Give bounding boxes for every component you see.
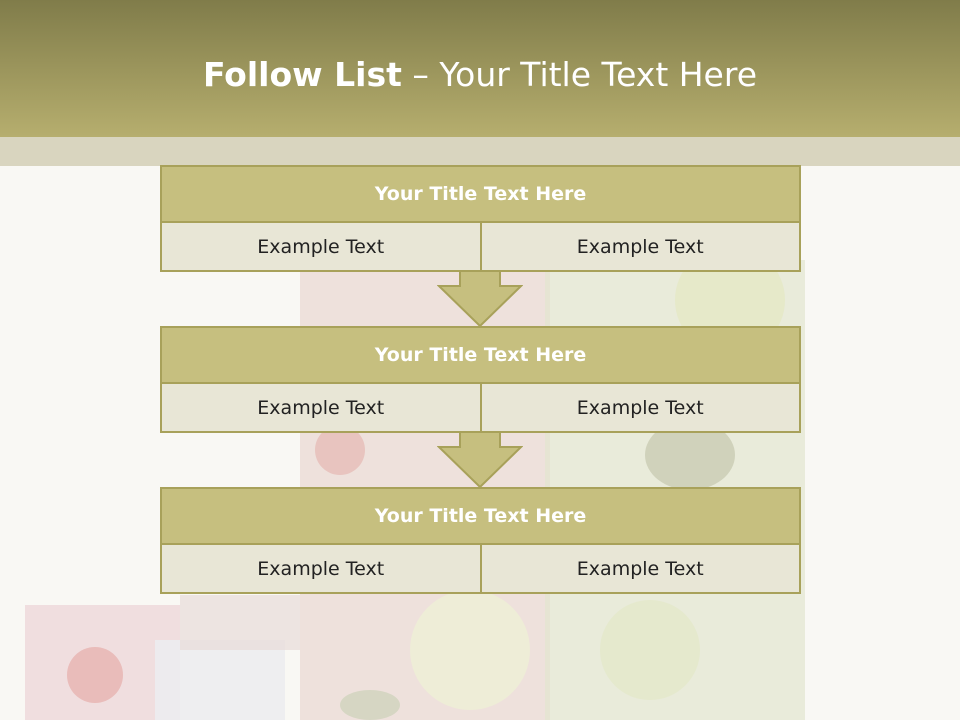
step-text-right: Example Text bbox=[481, 223, 801, 272]
step-text-left: Example Text bbox=[160, 545, 482, 594]
step-text-left: Example Text bbox=[160, 223, 482, 272]
slide-title: Follow List – Your Title Text Here bbox=[0, 52, 960, 98]
down-arrow-icon bbox=[437, 431, 523, 489]
step-block-3: Your Title Text Here Example Text Exampl… bbox=[160, 487, 801, 594]
step-text-right: Example Text bbox=[481, 545, 801, 594]
header-divider-strip bbox=[0, 137, 960, 166]
step-title: Your Title Text Here bbox=[160, 326, 801, 384]
step-block-1: Your Title Text Here Example Text Exampl… bbox=[160, 165, 801, 272]
slide-header bbox=[0, 0, 960, 137]
slide-title-bold: Follow List bbox=[202, 55, 402, 94]
step-title: Your Title Text Here bbox=[160, 487, 801, 545]
step-text-left: Example Text bbox=[160, 384, 482, 433]
step-text-right: Example Text bbox=[481, 384, 801, 433]
step-title: Your Title Text Here bbox=[160, 165, 801, 223]
step-block-2: Your Title Text Here Example Text Exampl… bbox=[160, 326, 801, 433]
down-arrow-icon bbox=[437, 270, 523, 328]
slide-title-rest: – Your Title Text Here bbox=[412, 55, 758, 94]
